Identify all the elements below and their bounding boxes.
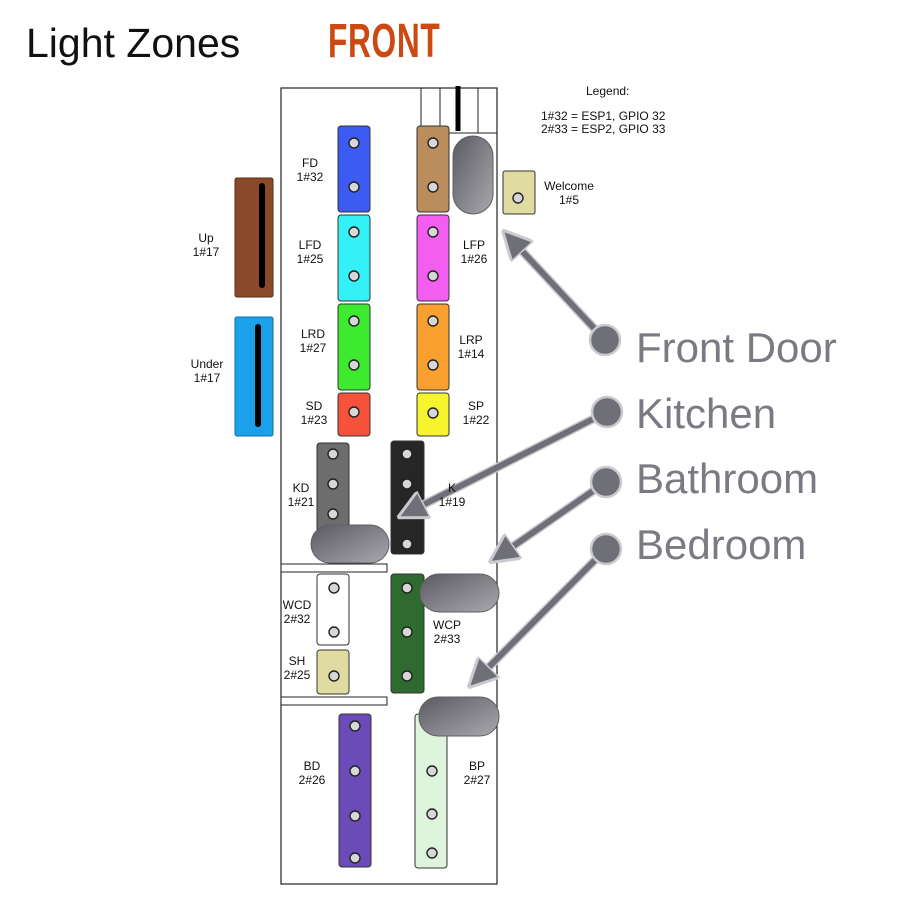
label-sd-name: SD (305, 399, 323, 413)
label-under-name: Under (190, 357, 224, 371)
sensor-front-door (452, 135, 494, 215)
label-under-code: 1#17 (193, 371, 221, 385)
label-lrd-code: 1#27 (299, 341, 327, 355)
label-sh-code: 2#25 (283, 668, 311, 682)
label-wcd: WCD 2#32 (275, 598, 319, 626)
callout-bedroom: Bedroom (636, 521, 807, 568)
mounting-dots (327, 137, 524, 864)
label-lrp-name: LRP (459, 333, 483, 347)
arrow-bedroom (474, 546, 609, 682)
zone-under-strip (234, 316, 274, 437)
label-bd-name: BD (303, 759, 321, 773)
label-under: Under 1#17 (182, 357, 232, 385)
label-lfp-name: LFP (462, 238, 485, 252)
callout-front-door: Front Door (636, 324, 837, 371)
sensor-kitchen (310, 524, 390, 564)
label-kp-code: 1#19 (438, 495, 466, 509)
label-bd: BD 2#26 (290, 759, 334, 787)
callout-kitchen: Kitchen (636, 390, 777, 437)
legend: Legend: (586, 85, 629, 98)
label-welcome: Welcome 1#5 (536, 179, 602, 207)
label-kp: K 1#19 (430, 481, 474, 509)
zone-bd-strip (338, 713, 372, 868)
motion-sensors (310, 135, 500, 737)
legend-line-2: 2#33 = ESP2, GPIO 33 (541, 122, 666, 136)
label-fd-code: 1#32 (296, 170, 324, 184)
callout-bathroom: Bathroom (636, 455, 819, 502)
label-sh-name: SH (288, 654, 306, 668)
legend-title: Legend: (586, 84, 630, 98)
zone-lrd-strip (337, 303, 371, 391)
zone-lfd-strip (337, 214, 371, 302)
zone-lrp-strip (416, 303, 450, 391)
zone-fp-strip (416, 125, 450, 213)
zone-wcd-strip (316, 573, 350, 646)
label-sp-name: SP (467, 399, 484, 413)
zone-bp-strip (414, 713, 448, 869)
label-bp: BP 2#27 (455, 759, 499, 787)
arrow-front-door (508, 236, 608, 343)
label-lfp: LFP 1#26 (452, 238, 496, 266)
zone-lfp-strip (416, 214, 450, 302)
callout-arrows (405, 236, 624, 682)
label-sp-code: 1#22 (462, 413, 490, 427)
label-kp-name: K (447, 481, 456, 495)
label-lrd: LRD 1#27 (291, 327, 335, 355)
label-fd-name: FD (302, 156, 318, 170)
label-lfd: LFD 1#25 (288, 238, 332, 266)
partition-bath-bed (280, 696, 388, 706)
partition-kitchen-bath (280, 563, 388, 573)
label-kd: KD 1#21 (279, 481, 323, 509)
label-fd: FD 1#32 (288, 156, 332, 184)
sensor-bathroom (419, 573, 500, 613)
label-welcome-code: 1#5 (558, 193, 580, 207)
label-wcp-code: 2#33 (433, 632, 461, 646)
label-sh: SH 2#25 (275, 654, 319, 682)
label-sp: SP 1#22 (454, 399, 498, 427)
zone-up-strip (234, 177, 274, 298)
label-lfp-code: 1#26 (460, 252, 488, 266)
label-up-name: Up (198, 231, 214, 245)
label-up: Up 1#17 (184, 231, 228, 259)
label-welcome-name: Welcome (544, 179, 594, 193)
label-bp-code: 2#27 (463, 773, 491, 787)
zone-fd-strip (337, 125, 371, 213)
label-wcp: WCP 2#33 (425, 618, 469, 646)
label-bd-code: 2#26 (298, 773, 326, 787)
arrow-bathroom (496, 479, 608, 558)
legend-line-1: 1#32 = ESP1, GPIO 32 (541, 109, 666, 123)
label-lrp: LRP 1#14 (449, 333, 493, 361)
label-lrp-code: 1#14 (457, 347, 485, 361)
label-kd-name: KD (292, 481, 310, 495)
label-sd-code: 1#23 (300, 413, 328, 427)
arrow-kitchen (405, 409, 609, 514)
room-outline (280, 87, 498, 885)
sensor-bedroom (418, 696, 500, 737)
label-kd-code: 1#21 (287, 495, 315, 509)
label-sd: SD 1#23 (292, 399, 336, 427)
label-lrd-name: LRD (300, 327, 325, 341)
label-lfd-code: 1#25 (296, 252, 324, 266)
label-wcp-name: WCP (433, 618, 461, 632)
label-wcd-code: 2#32 (283, 612, 311, 626)
label-wcd-name: WCD (282, 598, 312, 612)
label-up-code: 1#17 (192, 245, 220, 259)
label-lfd-name: LFD (298, 238, 322, 252)
page-title: Light Zones (26, 20, 241, 66)
front-label: FRONT (328, 15, 441, 68)
label-bp-name: BP (468, 759, 485, 773)
